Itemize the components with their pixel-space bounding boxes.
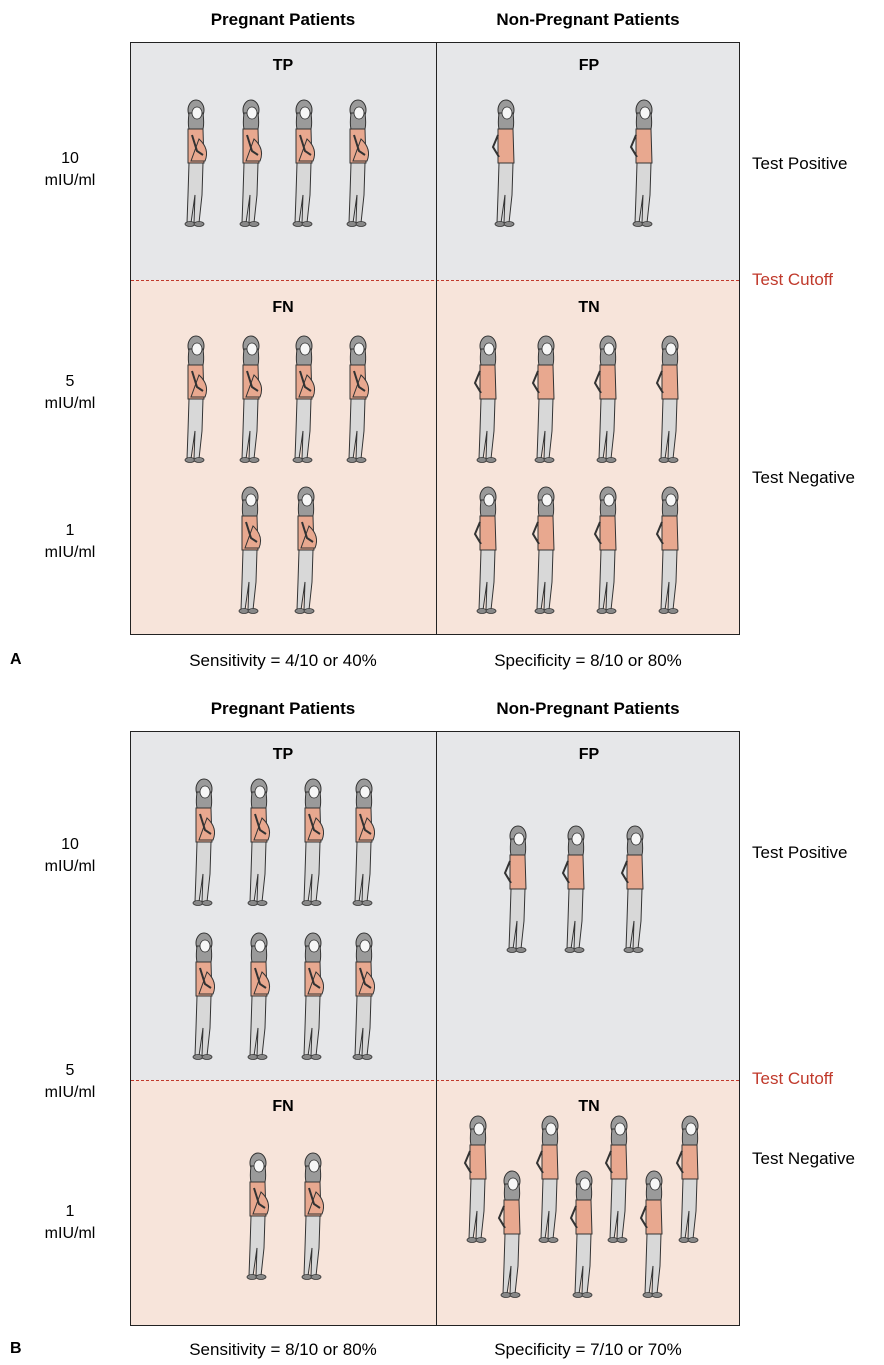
pregnant-woman-icon	[287, 335, 321, 465]
pregnant-woman-icon	[296, 778, 330, 908]
standing-woman-icon	[471, 486, 505, 616]
row-label-10: 10 mIU/ml	[20, 834, 120, 878]
row-label-unit: mIU/ml	[44, 395, 96, 412]
row-label-unit: mIU/ml	[44, 858, 96, 875]
row-label-1: 1 mIU/ml	[20, 1201, 120, 1245]
side-label-test-cutoff: Test Cutoff	[752, 270, 833, 289]
sensitivity-label: Sensitivity = 8/10 or 80%	[189, 1340, 377, 1359]
row-label-value: 10	[61, 836, 79, 853]
sensitivity-label: Sensitivity = 4/10 or 40%	[189, 651, 377, 670]
cell-label-fn: FN	[272, 299, 294, 316]
pregnant-woman-icon	[296, 932, 330, 1062]
side-label-test-cutoff: Test Cutoff	[752, 1069, 833, 1088]
column-header-pregnant: Pregnant Patients	[210, 10, 356, 29]
standing-woman-icon	[653, 335, 687, 465]
specificity-label: Specificity = 8/10 or 80%	[494, 651, 682, 670]
pregnant-woman-icon	[234, 99, 268, 229]
pregnant-woman-icon	[179, 335, 213, 465]
standing-woman-icon	[653, 486, 687, 616]
row-label-unit: mIU/ml	[44, 172, 96, 189]
test-negative-region	[131, 280, 739, 634]
row-label-value: 1	[65, 1203, 75, 1220]
row-label-unit: mIU/ml	[44, 1084, 96, 1101]
pregnant-woman-icon	[289, 486, 323, 616]
row-label-5: 5 mIU/ml	[20, 1060, 120, 1104]
pregnant-woman-icon	[347, 778, 381, 908]
column-divider	[436, 732, 437, 1325]
pregnant-woman-icon	[242, 932, 276, 1062]
standing-woman-icon	[559, 825, 593, 955]
standing-woman-icon	[618, 825, 652, 955]
row-label-value: 5	[65, 373, 75, 390]
pregnant-woman-icon	[347, 932, 381, 1062]
specificity-label: Specificity = 7/10 or 70%	[494, 1340, 682, 1359]
standing-woman-icon	[637, 1170, 671, 1300]
standing-woman-icon	[489, 99, 523, 229]
side-label-test-negative: Test Negative	[752, 1149, 855, 1168]
pregnant-woman-icon	[296, 1152, 330, 1282]
cell-label-fn: FN	[272, 1098, 294, 1115]
standing-woman-icon	[529, 486, 563, 616]
row-label-10: 10 mIU/ml	[20, 148, 120, 192]
panel-letter: B	[10, 1340, 22, 1357]
test-negative-region	[131, 1080, 739, 1325]
standing-woman-icon	[591, 486, 625, 616]
standing-woman-icon	[461, 1115, 495, 1245]
panel-a: Pregnant Patients Non-Pregnant Patients …	[0, 0, 884, 682]
pregnant-woman-icon	[234, 335, 268, 465]
test-cutoff-line	[131, 280, 739, 281]
pregnant-woman-icon	[341, 99, 375, 229]
row-label-value: 10	[61, 150, 79, 167]
cell-label-tp: TP	[272, 746, 294, 763]
row-label-unit: mIU/ml	[44, 544, 96, 561]
cell-label-fp: FP	[578, 57, 600, 74]
pregnant-woman-icon	[242, 778, 276, 908]
column-header-non-pregnant: Non-Pregnant Patients	[496, 699, 680, 718]
column-divider	[436, 43, 437, 634]
row-label-1: 1 mIU/ml	[20, 520, 120, 564]
standing-woman-icon	[602, 1115, 636, 1245]
pregnant-woman-icon	[233, 486, 267, 616]
pregnant-woman-icon	[179, 99, 213, 229]
pregnant-woman-icon	[287, 99, 321, 229]
standing-woman-icon	[567, 1170, 601, 1300]
cell-label-tp: TP	[272, 57, 294, 74]
cell-label-tn: TN	[578, 1098, 600, 1115]
cell-label-fp: FP	[578, 746, 600, 763]
row-label-value: 5	[65, 1062, 75, 1079]
row-label-5: 5 mIU/ml	[20, 371, 120, 415]
classification-grid: TP FP FN TN	[130, 731, 740, 1326]
standing-woman-icon	[673, 1115, 707, 1245]
classification-grid: TP FP FN TN	[130, 42, 740, 635]
standing-woman-icon	[533, 1115, 567, 1245]
panel-b: Pregnant Patients Non-Pregnant Patients …	[0, 682, 884, 1365]
test-cutoff-line	[131, 1080, 739, 1081]
side-label-test-negative: Test Negative	[752, 468, 855, 487]
row-label-value: 1	[65, 522, 75, 539]
standing-woman-icon	[471, 335, 505, 465]
standing-woman-icon	[591, 335, 625, 465]
panel-letter: A	[10, 651, 22, 668]
pregnant-woman-icon	[187, 932, 221, 1062]
column-header-non-pregnant: Non-Pregnant Patients	[496, 10, 680, 29]
column-header-pregnant: Pregnant Patients	[210, 699, 356, 718]
pregnant-woman-icon	[241, 1152, 275, 1282]
standing-woman-icon	[529, 335, 563, 465]
cell-label-tn: TN	[578, 299, 600, 316]
standing-woman-icon	[501, 825, 535, 955]
standing-woman-icon	[627, 99, 661, 229]
pregnant-woman-icon	[341, 335, 375, 465]
side-label-test-positive: Test Positive	[752, 154, 848, 173]
pregnant-woman-icon	[187, 778, 221, 908]
row-label-unit: mIU/ml	[44, 1225, 96, 1242]
standing-woman-icon	[495, 1170, 529, 1300]
side-label-test-positive: Test Positive	[752, 843, 848, 862]
